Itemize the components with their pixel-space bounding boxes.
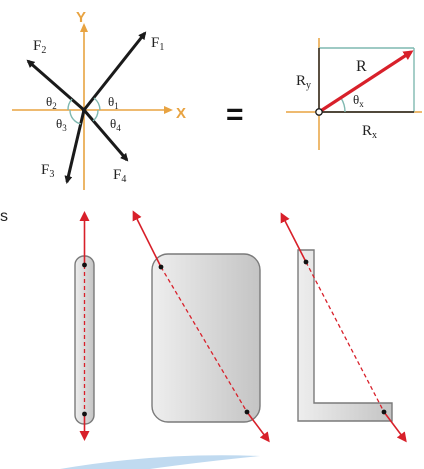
resultant-diagram: R Ry Rx θx: [286, 38, 422, 150]
plate-upper-force-arrow: [132, 210, 162, 268]
x-axis-label: X: [176, 105, 186, 122]
l-bracket-line-of-action: [305, 261, 385, 413]
l-bracket-pin-bottom: [381, 409, 387, 415]
plate-line-of-action: [160, 266, 248, 413]
plate-pin-bottom: [244, 409, 250, 415]
ry-label: Ry: [296, 73, 311, 91]
force-label-f2: F2: [33, 38, 46, 56]
plate-pin-top: [158, 264, 164, 270]
l-bracket-pin-top: [303, 259, 309, 265]
force-label-f3: F3: [41, 162, 54, 180]
origin-point: [81, 107, 87, 113]
angle-label-theta3: θ3: [56, 116, 67, 133]
l-bracket-lower-force-arrow: [383, 411, 407, 443]
equals-sign: =: [226, 98, 244, 131]
concurrent-force-diagram: Y X F1 F2 F3 F4 θ1 θ2 θ3 θ4: [12, 9, 186, 190]
partial-text: s: [0, 208, 8, 225]
l-bracket-upper-force-arrow: [280, 212, 307, 263]
l-bracket-body: [297, 249, 393, 422]
resultant-angle-label: θx: [353, 92, 364, 109]
angle-arc-theta3: [69, 109, 82, 125]
force-arrow-f4: [82, 109, 129, 162]
force-arrow-f2: [26, 59, 85, 112]
two-force-member-l-bracket: [280, 212, 407, 443]
bar-pin-top: [82, 262, 87, 268]
angle-arc-theta4: [92, 109, 99, 122]
resultant-label: R: [356, 58, 367, 75]
resultant-angle-arc: [340, 97, 346, 113]
resultant-arrow: [318, 50, 414, 114]
two-force-member-bar: [74, 211, 95, 441]
force-arrow-f3: [64, 109, 86, 184]
y-axis-label: Y: [76, 9, 86, 26]
angle-label-theta2: θ2: [46, 94, 57, 111]
two-force-member-plate: [132, 210, 270, 443]
decorative-swoosh: [60, 455, 260, 469]
resultant-origin: [315, 108, 323, 116]
force-label-f4: F4: [113, 167, 126, 185]
force-arrow-f1: [82, 31, 147, 111]
force-label-f1: F1: [151, 35, 164, 53]
rx-label: Rx: [362, 123, 377, 141]
angle-arc-theta1: [93, 97, 101, 111]
plate-lower-force-arrow: [246, 411, 270, 443]
angle-label-theta4: θ4: [110, 116, 121, 133]
angle-label-theta1: θ1: [108, 94, 119, 111]
angle-arc-theta2: [67, 98, 73, 111]
bar-pin-bottom: [82, 411, 87, 417]
plate-member-body: [151, 253, 261, 423]
